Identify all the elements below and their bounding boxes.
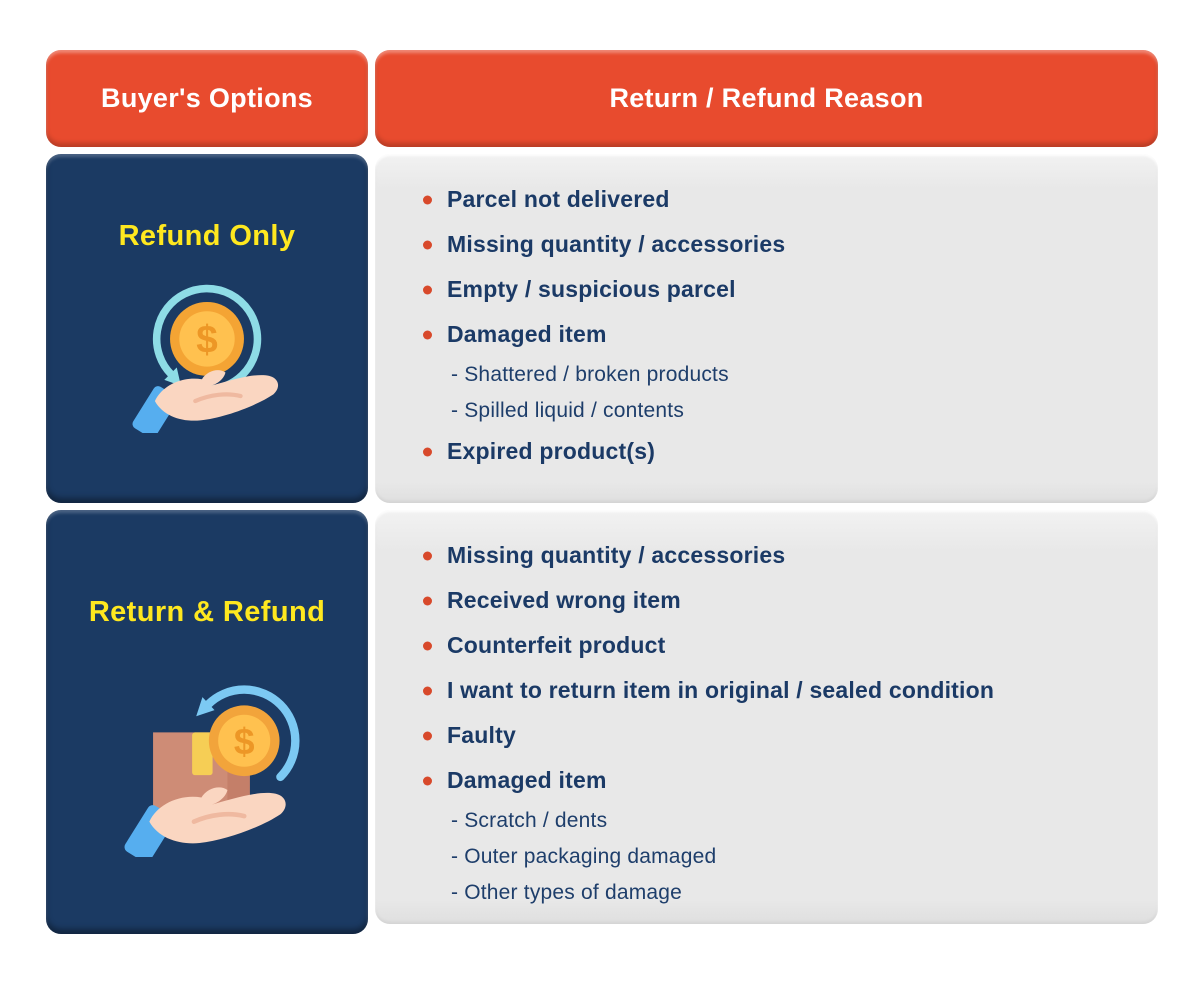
reason-item: Empty / suspicious parcel — [401, 267, 1138, 312]
reason-text: - Scratch / dents — [451, 809, 608, 832]
reason-item: Counterfeit product — [401, 623, 1138, 668]
reason-subitem: - Spilled liquid / contents — [401, 393, 1138, 429]
reason-text: Damaged item — [447, 767, 607, 793]
reason-text: - Spilled liquid / contents — [451, 399, 685, 422]
reason-text: Expired product(s) — [447, 438, 656, 464]
reason-list: Missing quantity / accessories Received … — [401, 533, 1138, 911]
reason-text: I want to return item in original / seal… — [447, 677, 995, 703]
option-cell-refund-only: Refund Only $ — [46, 154, 368, 503]
option-title-refund-only: Refund Only — [118, 220, 296, 252]
reason-text: Faulty — [447, 722, 516, 748]
reason-text: - Other types of damage — [451, 881, 683, 904]
reason-text: Missing quantity / accessories — [447, 542, 786, 568]
reason-text: Received wrong item — [447, 587, 681, 613]
return-hand-box-icon: $ — [124, 685, 300, 857]
reason-text: Empty / suspicious parcel — [447, 276, 736, 302]
reason-subitem: - Outer packaging damaged — [401, 839, 1138, 875]
svg-text:$: $ — [234, 720, 255, 762]
reasons-refund-only: Parcel not delivered Missing quantity / … — [375, 154, 1158, 503]
reason-text: - Outer packaging damaged — [451, 845, 717, 868]
reason-item: Expired product(s) — [401, 429, 1138, 474]
reason-text: - Shattered / broken products — [451, 363, 729, 386]
reason-item: Faulty — [401, 713, 1138, 758]
reason-item: Parcel not delivered — [401, 177, 1138, 222]
reason-text: Parcel not delivered — [447, 186, 670, 212]
reason-item: Missing quantity / accessories — [401, 533, 1138, 578]
reason-item: Damaged item — [401, 312, 1138, 357]
reason-text: Damaged item — [447, 321, 607, 347]
header-return-refund-reason: Return / Refund Reason — [375, 50, 1158, 147]
header-buyers-options-label: Buyer's Options — [101, 83, 313, 113]
header-return-refund-reason-label: Return / Refund Reason — [609, 83, 924, 113]
reason-item: I want to return item in original / seal… — [401, 668, 1138, 713]
reason-item: Missing quantity / accessories — [401, 222, 1138, 267]
reason-text: Counterfeit product — [447, 632, 666, 658]
reasons-return-refund: Missing quantity / accessories Received … — [375, 510, 1158, 924]
reason-list: Parcel not delivered Missing quantity / … — [401, 177, 1138, 474]
reason-subitem: - Other types of damage — [401, 875, 1138, 911]
reason-item: Received wrong item — [401, 578, 1138, 623]
reason-item: Damaged item — [401, 758, 1138, 803]
header-buyers-options: Buyer's Options — [46, 50, 368, 147]
reason-text: Missing quantity / accessories — [447, 231, 786, 257]
option-cell-return-refund: Return & Refund $ — [46, 510, 368, 934]
reason-subitem: - Scratch / dents — [401, 803, 1138, 839]
svg-text:$: $ — [196, 318, 217, 361]
return-refund-table: Buyer's Options Return / Refund Reason R… — [46, 50, 1158, 934]
option-title-return-refund: Return & Refund — [88, 596, 326, 628]
refund-hand-coin-icon: $ — [132, 284, 279, 433]
reason-subitem: - Shattered / broken products — [401, 357, 1138, 393]
